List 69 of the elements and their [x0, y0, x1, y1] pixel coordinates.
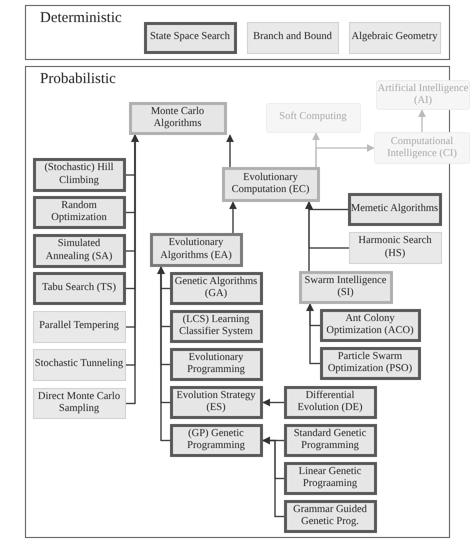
algorithm-box — [266, 102, 360, 132]
algorithm-box — [170, 424, 262, 456]
connector-arrow — [157, 266, 170, 442]
algorithm-label: (GP) Genetic Programming — [186, 428, 246, 452]
algorithm-box — [222, 166, 320, 202]
connector-arrow — [418, 109, 426, 132]
algorithm-label: Evolutionary Computation (EC) — [230, 172, 310, 196]
algorithm-box — [170, 348, 262, 380]
connector-arrow — [305, 201, 313, 271]
algorithm-box — [284, 424, 376, 456]
connector-arrow — [229, 201, 237, 233]
algorithm-label: (Stochastic) Hill Climbing — [43, 162, 115, 187]
algorithm-box — [170, 386, 262, 418]
panel-heading: Probabilistic — [40, 71, 116, 88]
algorithm-box — [348, 192, 442, 226]
algorithm-box — [32, 348, 126, 380]
algorithm-label: Differential Evolution (DE) — [296, 390, 364, 414]
algorithm-label: State Space Search — [150, 31, 230, 44]
algorithm-label: Monte Carlo Algorithms — [150, 106, 206, 130]
algorithm-box — [298, 270, 392, 304]
algorithm-label: Linear Genetic Prograaming — [298, 466, 362, 490]
algorithm-label: Random Optimization — [50, 200, 108, 224]
connector-arrow — [226, 134, 234, 167]
algorithm-label: Branch and Bound — [253, 31, 332, 44]
algorithm-box — [374, 132, 470, 164]
algorithm-box — [348, 232, 442, 264]
algorithm-label: Swarm Intelligence (SI) — [304, 274, 388, 300]
connector-arrow — [262, 398, 284, 406]
algorithm-box — [320, 308, 420, 342]
algorithm-label: Standard Genetic Programming — [292, 428, 368, 452]
connector-arrow — [262, 436, 284, 518]
algorithm-label: Stochastic Tunneling — [34, 358, 124, 371]
algorithm-box — [128, 102, 226, 134]
algorithm-box — [144, 22, 236, 54]
algorithm-label: Genetic Algorithms (GA) — [174, 276, 258, 300]
algorithm-label: Memetic Algorithms — [350, 202, 438, 216]
connector-arrow — [306, 303, 320, 364]
algorithm-label: Evolutionary Algorithms (EA) — [159, 237, 233, 262]
algorithm-label: Evolutionary Programming — [186, 352, 246, 376]
algorithm-label: Direct Monte Carlo Sampling — [36, 390, 122, 416]
algorithm-label: Algebraic Geometry — [351, 31, 438, 44]
algorithm-box — [32, 310, 126, 342]
algorithm-label: Parallel Tempering — [39, 320, 119, 333]
algorithm-box — [284, 386, 376, 418]
algorithm-label: Evolution Strategy (ES) — [175, 390, 257, 414]
algorithm-box — [32, 196, 126, 228]
connector-arrow — [315, 144, 375, 167]
algorithm-label: Harmonic Search (HS) — [357, 235, 433, 260]
algorithm-box — [150, 232, 242, 266]
algorithm-label: Ant Colony Optimization (ACO) — [325, 312, 415, 338]
algorithm-label: Particle Swarm Optimization (PSO) — [326, 350, 414, 376]
algorithm-label: Tabu Search (TS) — [42, 282, 116, 294]
algorithm-box — [32, 272, 126, 304]
algorithm-box — [170, 310, 262, 342]
algorithm-box — [284, 462, 376, 494]
algorithm-box — [284, 500, 376, 532]
algorithm-label: Soft Computing — [279, 111, 347, 124]
algorithm-label: (LCS) Learning Classifier System — [178, 314, 254, 338]
algorithm-label: Artificial Intelligence (AI) — [377, 82, 469, 108]
algorithm-box — [348, 22, 440, 54]
group-panel — [25, 5, 450, 60]
panel-heading: Deterministic — [40, 10, 122, 27]
algorithm-box — [320, 346, 420, 380]
algorithm-label: Simulated Annealing (SA) — [44, 238, 114, 263]
algorithm-label: Grammar Guided Genetic Prog. — [292, 504, 368, 528]
algorithm-label: Computational Intelligence (CI) — [386, 136, 458, 160]
algorithm-box — [32, 234, 126, 268]
algorithm-box — [32, 158, 126, 192]
algorithm-box — [246, 22, 338, 54]
